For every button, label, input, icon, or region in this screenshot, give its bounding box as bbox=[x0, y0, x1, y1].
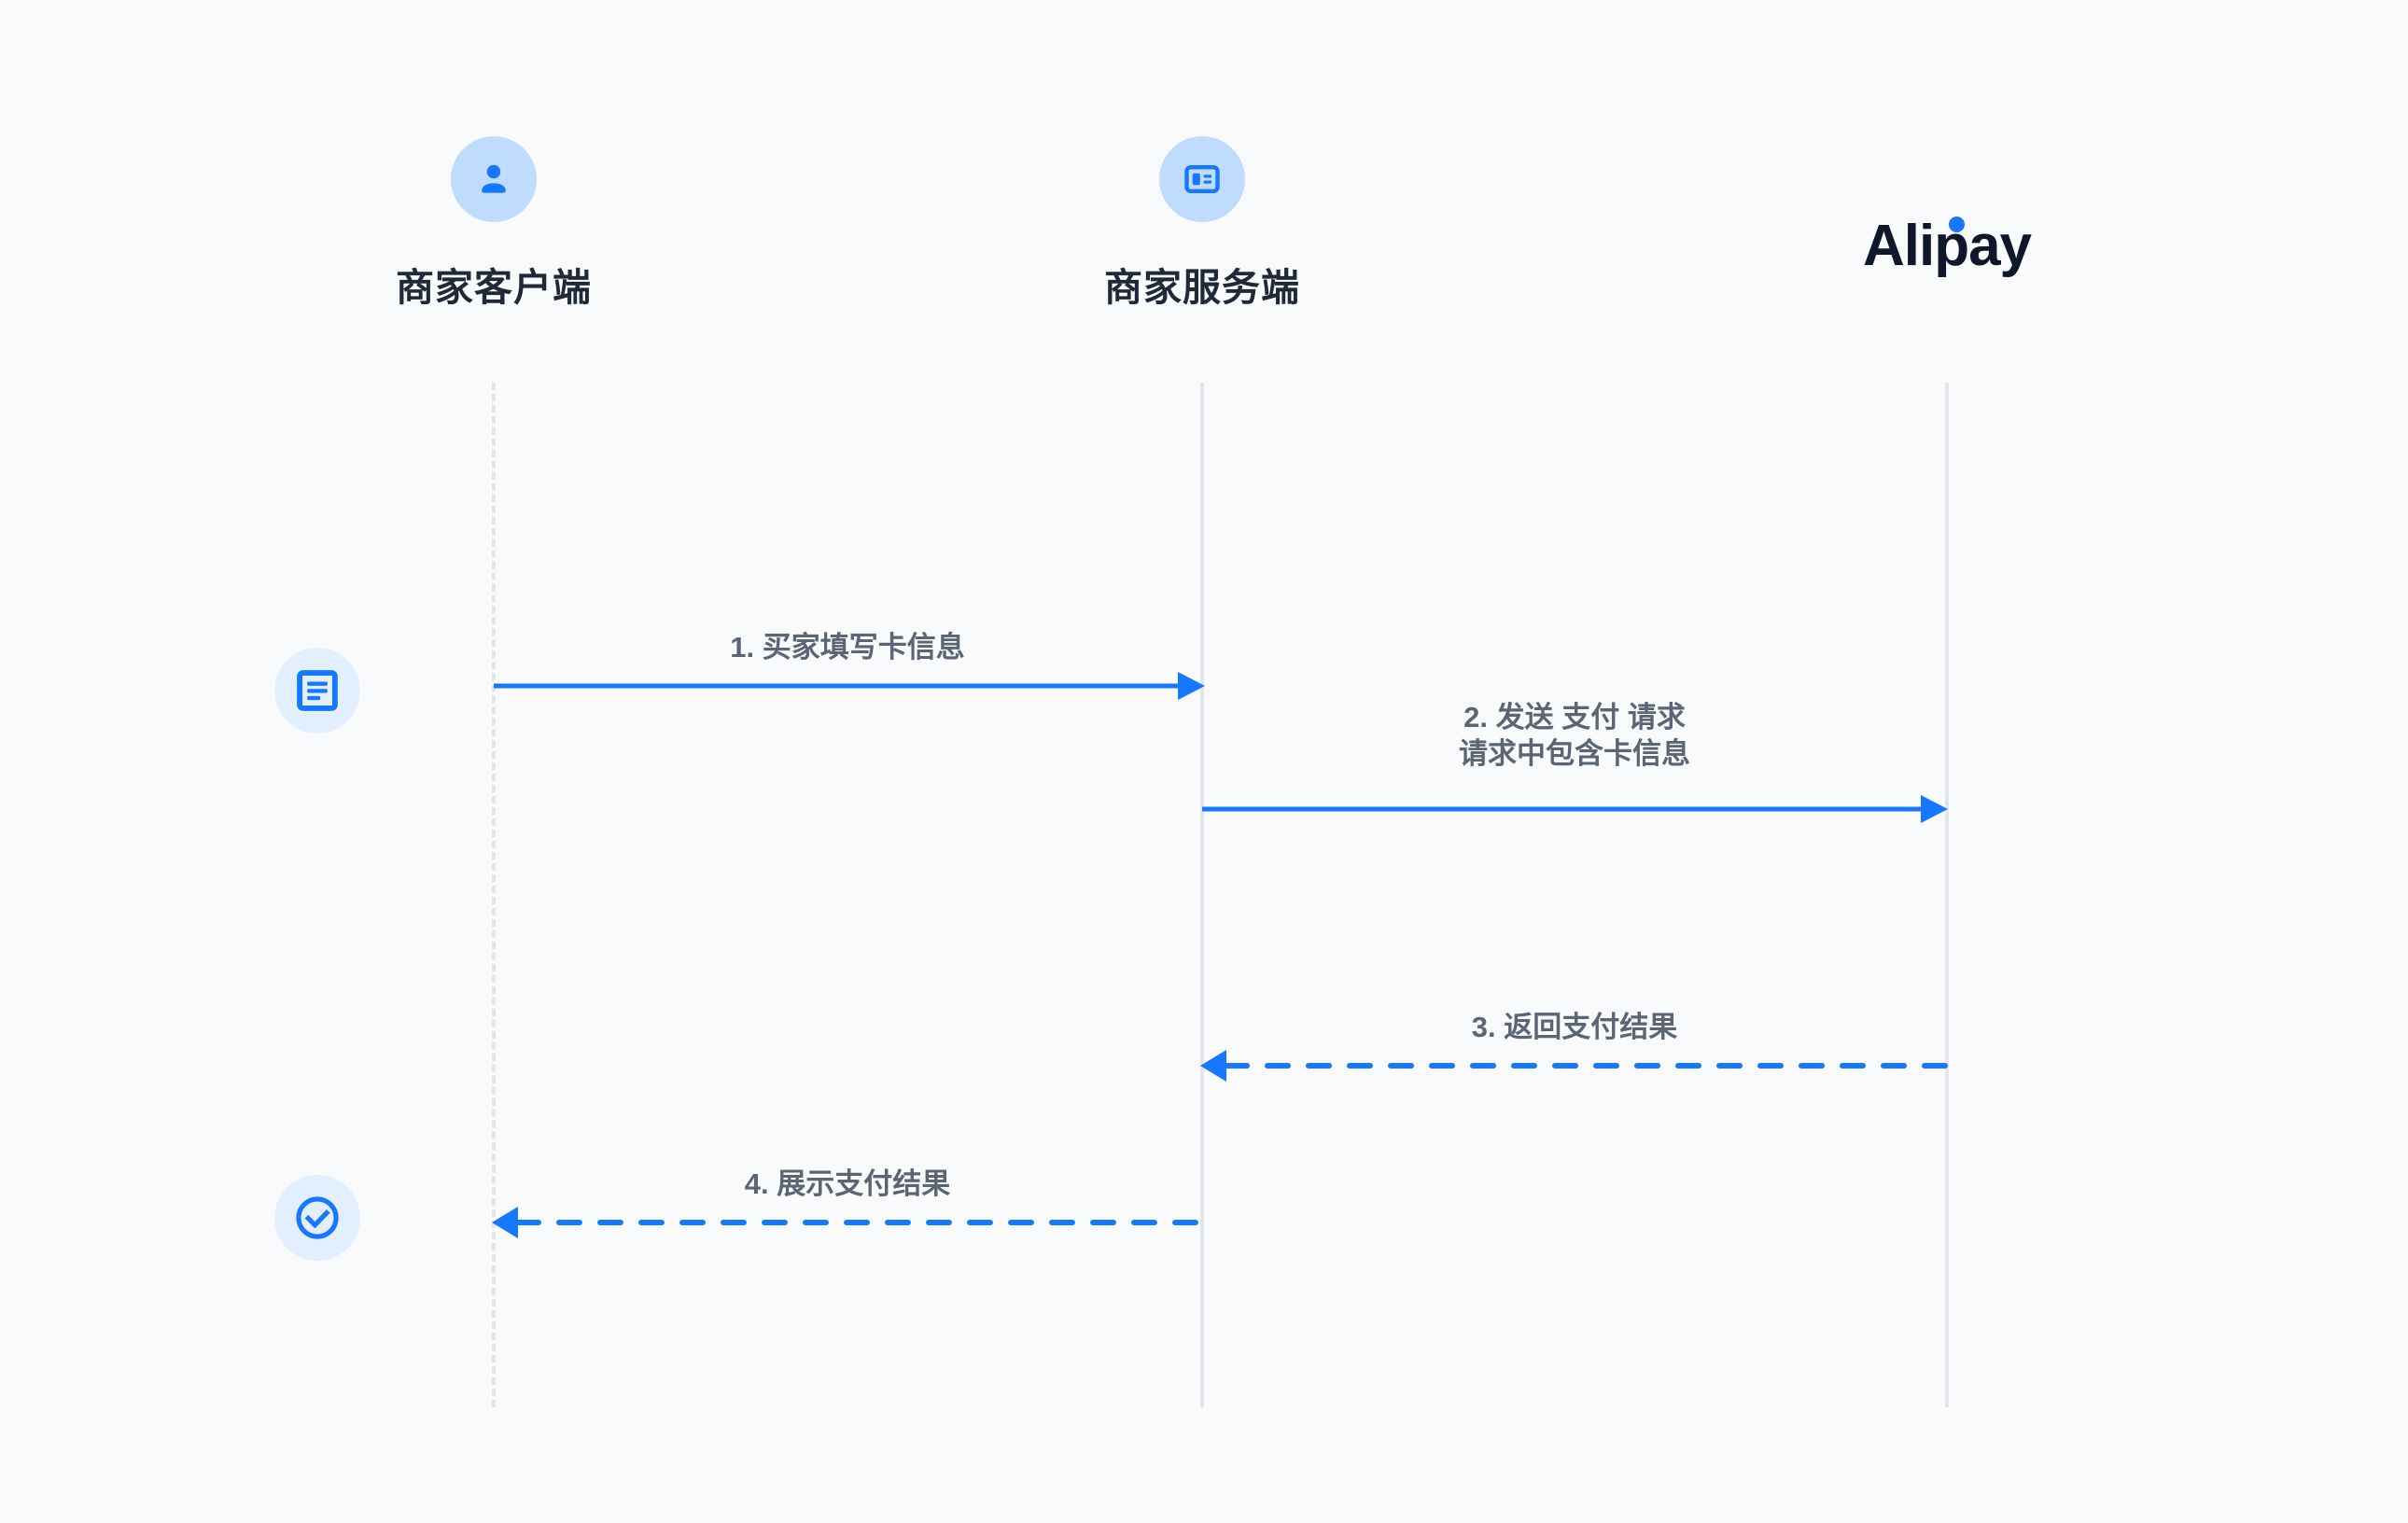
alipay-logo: Alipay bbox=[1862, 213, 2032, 279]
check-circle-icon-circle bbox=[274, 1175, 360, 1261]
person-icon bbox=[482, 164, 506, 193]
actor-merchant-client: 商家客户端 bbox=[396, 136, 592, 312]
lifeline-merchant-server bbox=[1200, 383, 1204, 1407]
actor-label-merchant-server: 商家服务端 bbox=[1104, 266, 1300, 309]
server-card-icon-circle bbox=[1159, 136, 1245, 222]
message-arrow-1 bbox=[494, 672, 1205, 700]
alipay-wordmark-text: Alipay bbox=[1862, 214, 2032, 278]
message-label-4-line-1: 4. 展示支付结果 bbox=[744, 1167, 951, 1200]
lifeline-alipay bbox=[1945, 383, 1949, 1407]
message-arrow-4 bbox=[492, 1207, 1207, 1238]
document-lines-icon bbox=[297, 670, 338, 711]
actor-merchant-server: 商家服务端 bbox=[1104, 136, 1300, 312]
message-label-3: 3. 返回支付结果 bbox=[1472, 1010, 1677, 1046]
document-lines-icon-circle bbox=[274, 648, 360, 734]
message-label-2-line-1: 2. 发送 支付 请求 bbox=[1463, 701, 1686, 734]
message-label-2: 2. 发送 支付 请求 请求中包含卡信息 bbox=[1459, 700, 1690, 773]
check-circle-icon bbox=[296, 1196, 339, 1239]
message-label-1-line-1: 1. 买家填写卡信息 bbox=[730, 631, 965, 664]
message-label-2-line-2: 请求中包含卡信息 bbox=[1459, 736, 1690, 770]
message-label-3-line-1: 3. 返回支付结果 bbox=[1471, 1011, 1678, 1043]
lifeline-merchant-client bbox=[492, 383, 496, 1407]
actor-label-merchant-client: 商家客户端 bbox=[396, 266, 592, 309]
alipay-wordmark: Alipay bbox=[1862, 213, 2032, 279]
message-label-1: 1. 买家填写卡信息 bbox=[730, 630, 964, 666]
message-arrow-2 bbox=[1202, 795, 1948, 823]
alipay-logo-dot bbox=[1948, 217, 1965, 232]
message-label-4: 4. 展示支付结果 bbox=[745, 1167, 950, 1203]
message-arrow-3 bbox=[1200, 1050, 1951, 1082]
person-icon-circle bbox=[451, 136, 537, 222]
server-card-icon bbox=[1184, 164, 1220, 194]
